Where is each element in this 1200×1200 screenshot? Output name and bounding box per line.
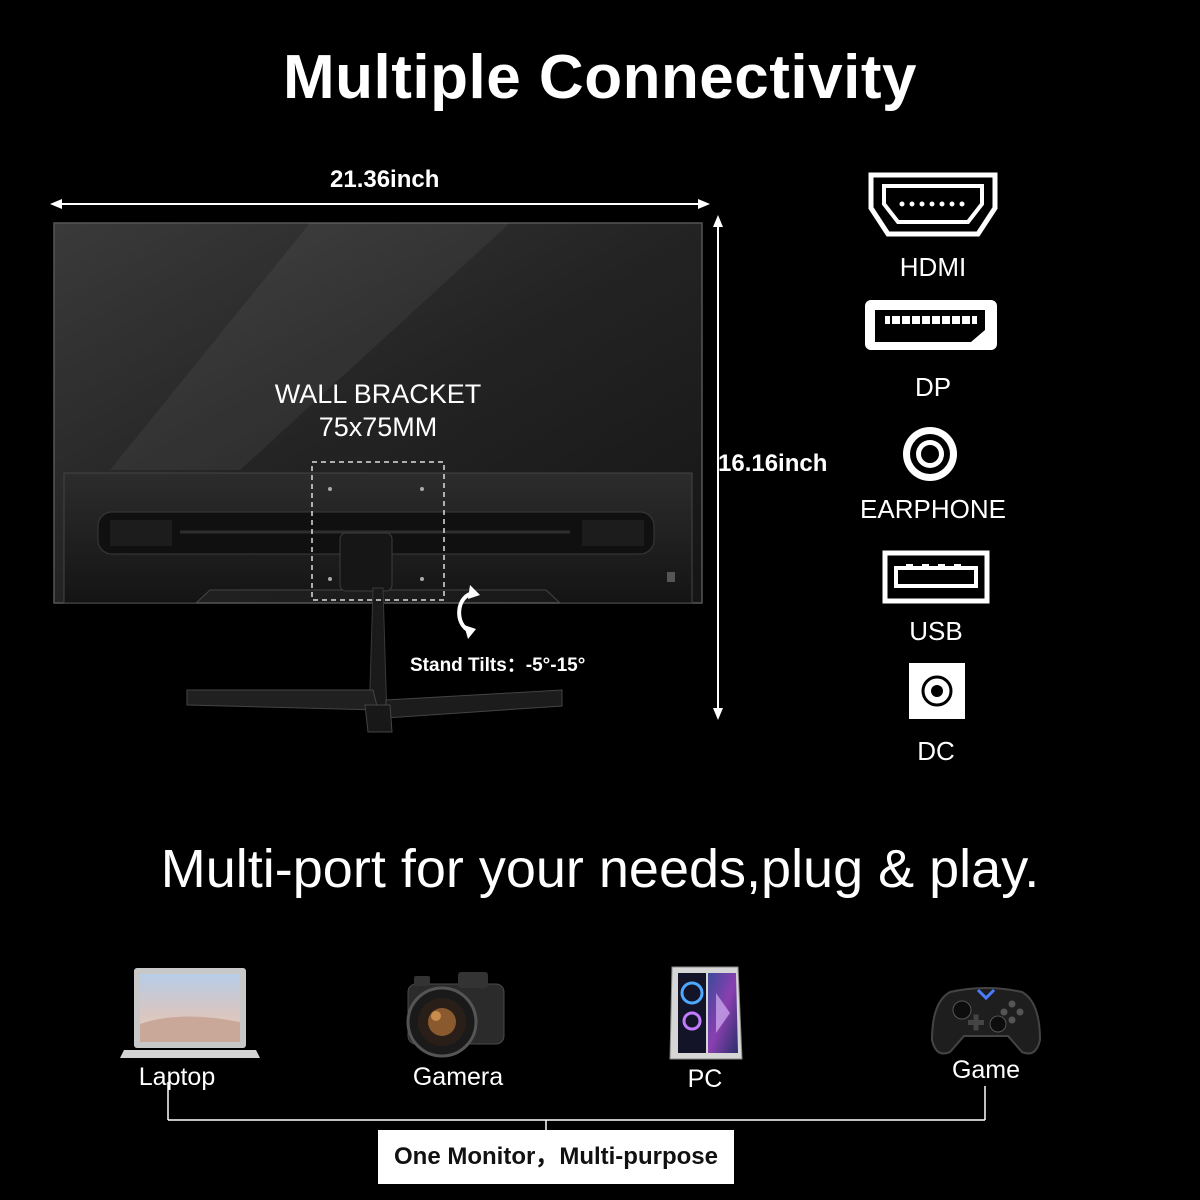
device-label-game: Game bbox=[951, 1056, 1021, 1084]
displayport-icon bbox=[865, 300, 997, 350]
footer-label-box: One Monitor，Multi-purpose bbox=[378, 1130, 734, 1184]
wall-bracket-label: WALL BRACKET 75x75MM bbox=[228, 378, 528, 444]
subtitle: Multi-port for your needs,plug & play. bbox=[160, 839, 1040, 899]
laptop-icon bbox=[120, 968, 260, 1058]
camera-icon bbox=[406, 972, 505, 1058]
height-dimension-arrow bbox=[713, 215, 723, 720]
device-label-pc: PC bbox=[687, 1065, 723, 1093]
vesa-mount-outline bbox=[311, 461, 445, 601]
width-dimension-arrow bbox=[50, 199, 710, 209]
device-label-laptop: Laptop bbox=[138, 1063, 216, 1091]
page-title: Multiple Connectivity bbox=[283, 43, 917, 112]
earphone-jack-icon bbox=[903, 427, 957, 481]
dc-power-icon bbox=[909, 663, 965, 719]
height-label: 16.16inch bbox=[718, 450, 828, 477]
gamepad-icon bbox=[930, 987, 1042, 1055]
pc-tower-icon bbox=[669, 966, 743, 1060]
port-label-earphone: EARPHONE bbox=[860, 494, 1006, 524]
wall-bracket-line1: WALL BRACKET bbox=[274, 379, 482, 409]
port-label-usb: USB bbox=[909, 616, 963, 646]
usb-icon bbox=[882, 550, 990, 604]
monitor-back-illustration bbox=[53, 222, 703, 733]
width-label: 21.36inch bbox=[330, 166, 440, 193]
port-label-hdmi: HDMI bbox=[899, 252, 967, 282]
port-label-dp: DP bbox=[914, 372, 952, 402]
tilt-arrow-icon bbox=[457, 585, 480, 639]
device-label-camera: Gamera bbox=[412, 1063, 504, 1091]
port-label-dc: DC bbox=[917, 736, 955, 766]
hdmi-icon bbox=[868, 172, 998, 237]
tilt-label: Stand Tilts：-5°-15° bbox=[410, 655, 586, 676]
wall-bracket-line2: 75x75MM bbox=[318, 412, 438, 442]
device-connector-lines bbox=[167, 1082, 986, 1130]
